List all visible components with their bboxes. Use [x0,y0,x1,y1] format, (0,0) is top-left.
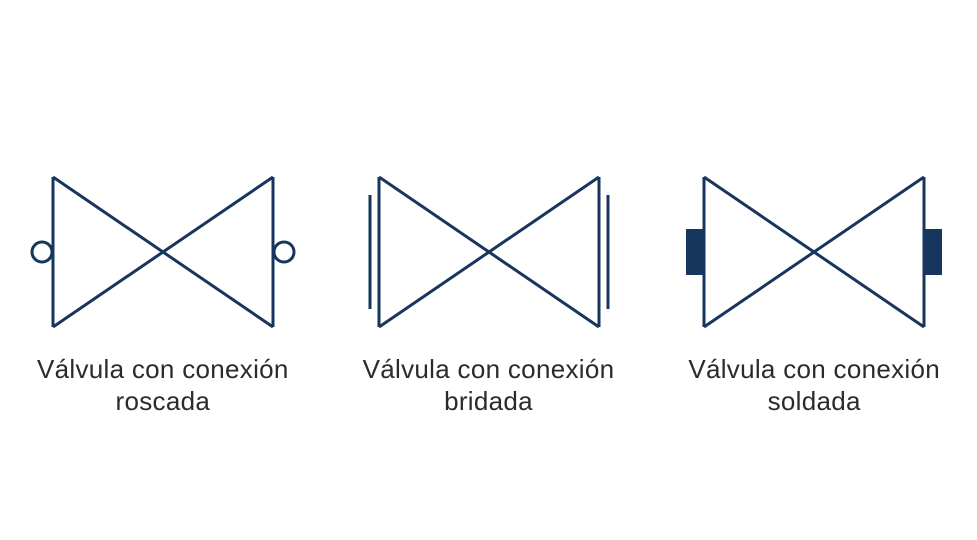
symbols-row: Válvula con conexión roscada Válvula con… [0,166,977,417]
valve-label-line1: Válvula con conexión [36,354,289,384]
valve-threaded-connection-icon [30,175,296,329]
valve-welded-connection-icon [686,175,943,329]
valve-label-welded: Válvula con conexión soldada [688,353,940,417]
valve-card-flanged: Válvula con conexión bridada [326,166,652,417]
valve-card-threaded: Válvula con conexión roscada [0,166,326,417]
valve-flanged-connection-icon [368,175,609,329]
valve-label-line1: Válvula con conexión [362,354,615,384]
threaded-end-circle-right [272,240,296,264]
welded-end-block-right [924,229,943,275]
valve-label-line1: Válvula con conexión [688,354,941,384]
threaded-end-circle-left [30,240,54,264]
valve-label-line2: roscada [115,386,211,416]
valve-card-welded: Válvula con conexión soldada [651,166,977,417]
valve-label-flanged: Válvula con conexión bridada [363,353,615,417]
valve-label-line2: bridada [444,386,533,416]
welded-end-block-left [686,229,705,275]
valve-label-threaded: Válvula con conexión roscada [37,353,289,417]
valve-label-line2: soldada [767,386,861,416]
